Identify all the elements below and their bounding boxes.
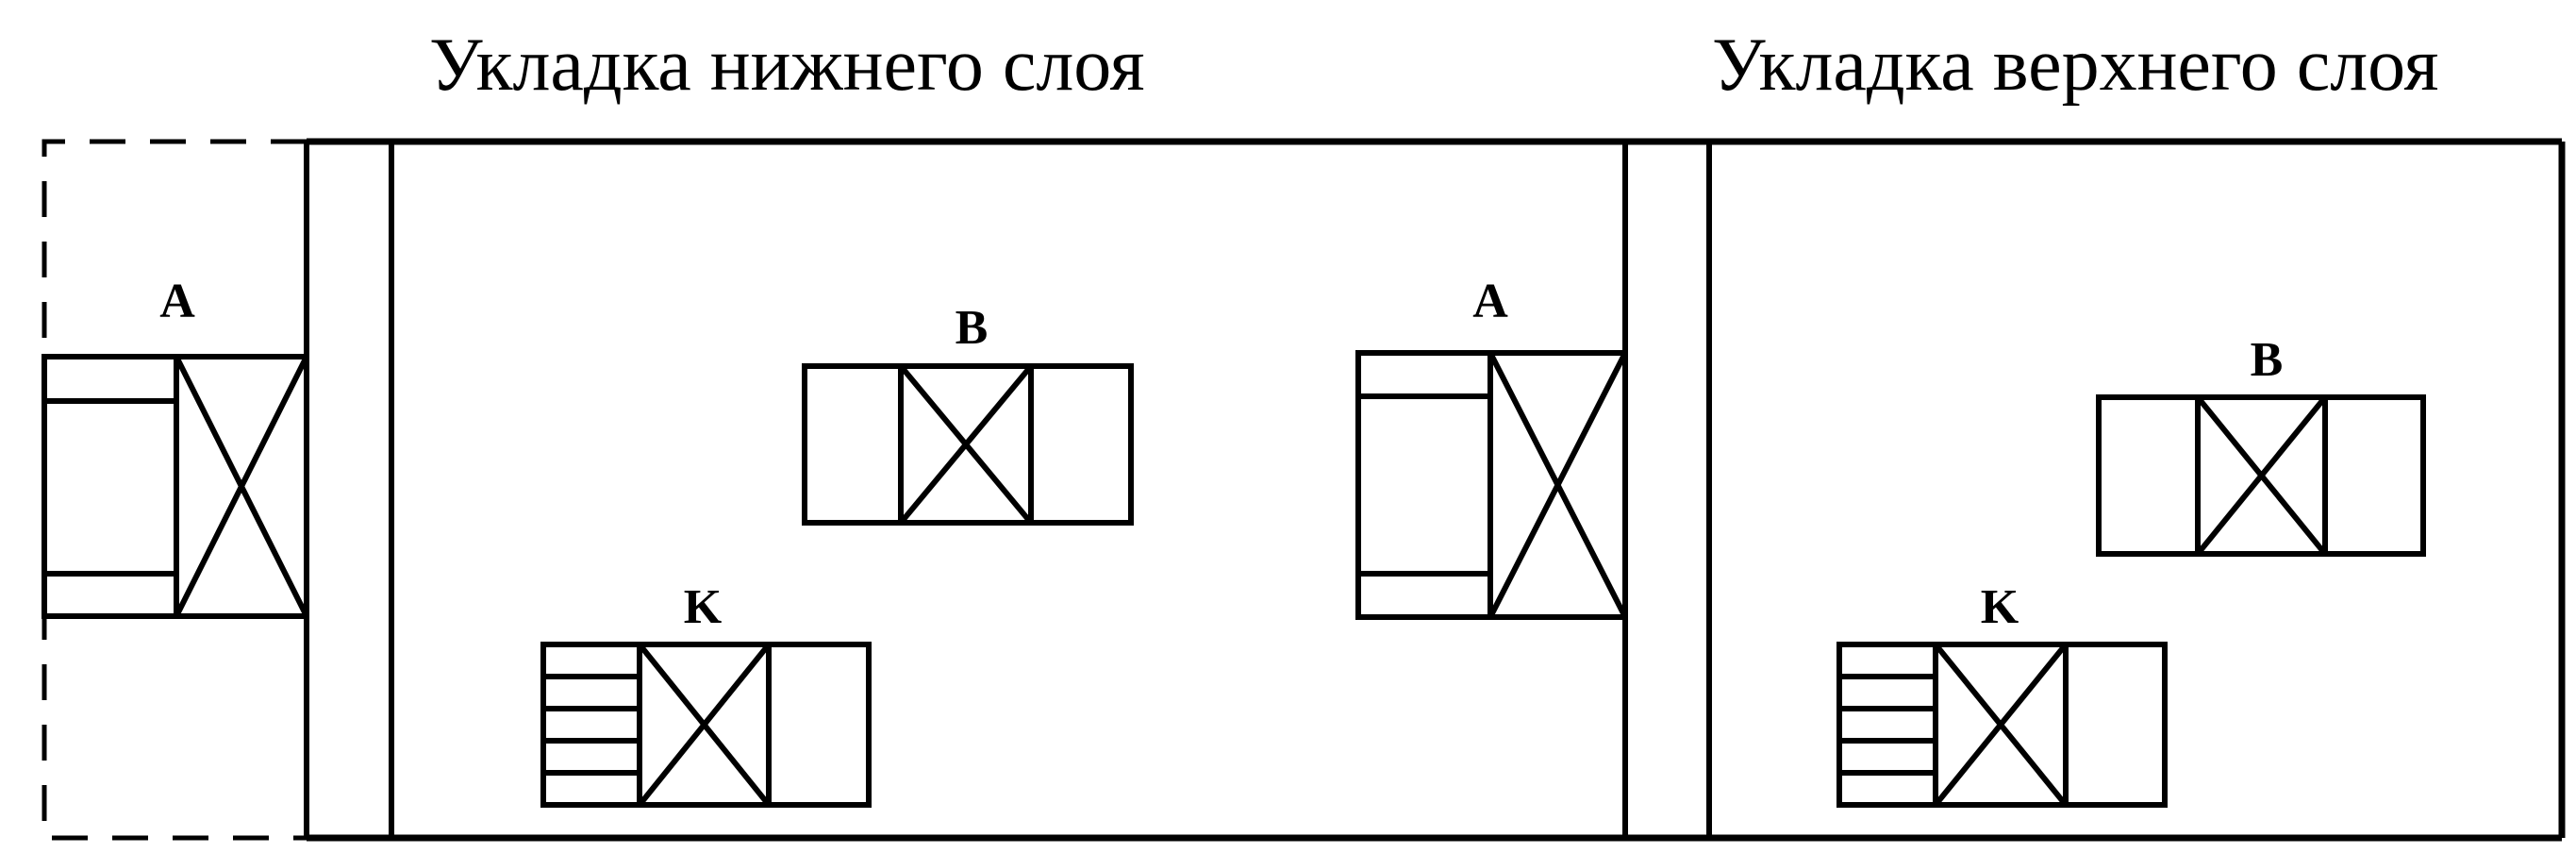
upper-item-k [1836, 642, 2168, 808]
label-b-lower: B [956, 301, 989, 355]
label-a-upper: A [1472, 275, 1508, 328]
upper-item-b [2096, 394, 2426, 557]
label-k-lower: K [684, 580, 723, 634]
lower-item-k [540, 642, 872, 808]
heading-lower-layer: Укладка нижнего слоя [429, 24, 1145, 107]
upper-item-a [1355, 350, 1628, 620]
lower-item-b [802, 363, 1134, 526]
label-a-lower: A [159, 275, 195, 328]
label-b-upper: B [2251, 333, 2284, 387]
label-k-upper: K [1981, 580, 2019, 634]
lower-item-a [42, 354, 309, 619]
heading-upper-layer: Укладка верхнего слоя [1712, 24, 2438, 107]
